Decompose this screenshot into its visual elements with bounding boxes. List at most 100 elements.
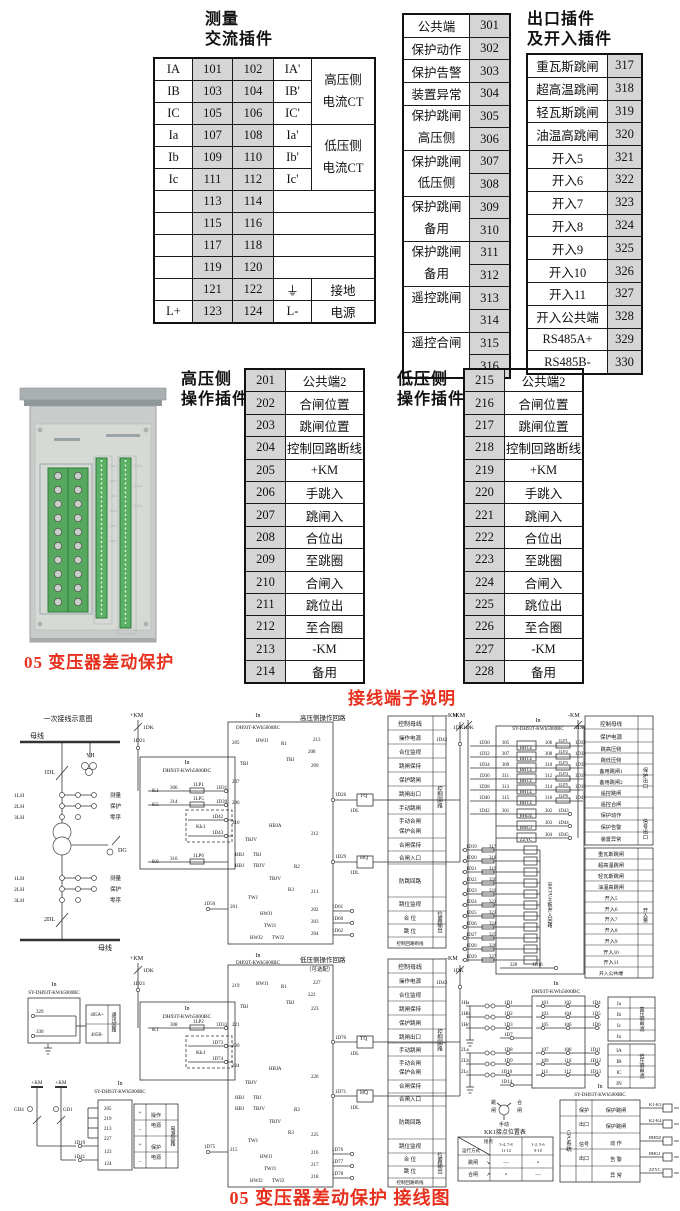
signal-label: ⏚: [273, 278, 312, 301]
diagram-label: 213: [104, 1127, 112, 1132]
diagram-label: 1D33: [216, 1023, 228, 1028]
terminal-number: 318: [607, 76, 643, 101]
diagram-label: +: [138, 1111, 142, 1117]
diagram-label: 1D20: [466, 856, 477, 861]
diagram-label: 1D44: [558, 821, 569, 826]
diagram-label: 1D34: [479, 763, 490, 768]
diagram-label: 保护: [151, 1144, 161, 1151]
diagram-label: 重瓦斯跳闸: [598, 850, 624, 858]
terminal-number: 322: [607, 167, 643, 192]
diagram-label: K1: [152, 788, 159, 794]
diagram-label: TBJV: [245, 838, 257, 843]
terminal-number: 211: [244, 592, 286, 617]
diagram-label: 301: [502, 809, 510, 814]
diagram-label: 111: [541, 1070, 549, 1075]
diagram-label: 107: [541, 1048, 549, 1053]
signal-label: 轻瓦斯跳闸: [526, 99, 608, 124]
diagram-label: 开入量: [642, 907, 648, 923]
diagram-label: +KM: [32, 1081, 43, 1086]
diagram-label: 316: [545, 796, 553, 801]
diagram-label: 1D43: [436, 738, 448, 743]
signal-label: IC: [153, 102, 193, 125]
diagram-label: SY-DH93T-KWh5000BC: [512, 727, 564, 732]
diagram-label: 合位监视: [399, 748, 422, 756]
diagram-label: 227: [104, 1137, 112, 1142]
diagram-label: 零序: [110, 896, 122, 904]
terminal-number: 302: [469, 36, 511, 61]
diagram-label: BHTZ: [520, 757, 533, 762]
diagram-label: 306: [545, 741, 553, 746]
diagram-label: 一次接线示意图: [44, 714, 93, 723]
diagram-label: R1: [281, 742, 287, 747]
diagram-label: 手动: [499, 1121, 509, 1128]
terminal-number: 117: [192, 234, 233, 257]
diagram-label: 1D31: [216, 786, 228, 791]
diagram-label: R1: [281, 985, 287, 990]
diagram-label: 220: [232, 1044, 240, 1049]
diagram-label: ↘: [486, 1161, 490, 1166]
diagram-label: 3-4, 7-8: [499, 1142, 512, 1148]
terminal-number: 118: [232, 234, 274, 257]
diagram-label: SY-DH93T-KWh5000BC: [94, 1090, 146, 1095]
diagram-label: YH: [86, 753, 95, 759]
signal-label: IC': [273, 102, 312, 125]
diagram-label: TQ: [360, 1036, 367, 1042]
terminal-number: 226: [463, 615, 505, 639]
diagram-label: HWJ1: [260, 1155, 273, 1160]
diagram-label: 防跳回路: [399, 1118, 422, 1126]
diagram-label: DH93T-KWh5000BC: [236, 726, 281, 731]
diagram-label: 1D24: [466, 900, 477, 905]
diagram-label: K1: [152, 1027, 159, 1033]
diagram-label: R3: [288, 1131, 294, 1136]
diagram-label: 210: [232, 821, 240, 826]
diagram-label: 1D21: [133, 981, 145, 987]
diagram-label: 1LP6: [558, 793, 569, 798]
diagram-label: In: [52, 982, 57, 988]
signal-label: 开入7: [526, 190, 608, 215]
diagram-label: 3LH: [14, 815, 24, 821]
diagram-label: 1D3: [504, 1023, 513, 1028]
diagram-label: 2LH: [14, 887, 24, 893]
diagram-label: 1D33: [575, 752, 586, 757]
diagram-label: TQ: [360, 793, 367, 799]
diagram-label: HBJ: [235, 1096, 244, 1101]
signal-label: 公共端: [402, 13, 470, 38]
diagram-label: 保护跳闸: [399, 776, 421, 784]
diagram-label: —: [502, 1160, 509, 1166]
diagram-label: 保护: [110, 802, 122, 810]
diagram-label: 1D26: [466, 922, 477, 927]
diagram-label: 开入9: [605, 938, 618, 945]
diagram-label: TBJ: [286, 758, 294, 763]
terminal-number: 330: [607, 350, 643, 375]
diagram-label: GD1: [63, 1108, 73, 1113]
signal-label: [273, 256, 376, 279]
diagram-label: 1D11: [590, 1048, 601, 1053]
diagram-label: 304: [545, 833, 553, 838]
diagram-label: 322: [489, 900, 497, 905]
diagram-label: 203: [311, 920, 319, 925]
diagram-label: TBJ: [253, 853, 261, 858]
diagram-label: BHDZ: [519, 814, 532, 819]
signal-label: 手跳入: [504, 480, 584, 505]
diagram-label: GD4: [14, 1108, 24, 1113]
diagram-label: 1D28: [466, 944, 477, 949]
signal-label: 合闸位置: [504, 391, 584, 415]
signal-label: [153, 256, 193, 279]
diagram-label: 1LP4: [558, 771, 569, 776]
diagram-label: 108: [564, 1048, 572, 1053]
diagram-label: 1D39: [575, 785, 586, 790]
terminal-number: 121: [192, 278, 233, 301]
signal-label: 保护动作: [402, 36, 470, 61]
terminal-number: 214: [244, 660, 286, 684]
